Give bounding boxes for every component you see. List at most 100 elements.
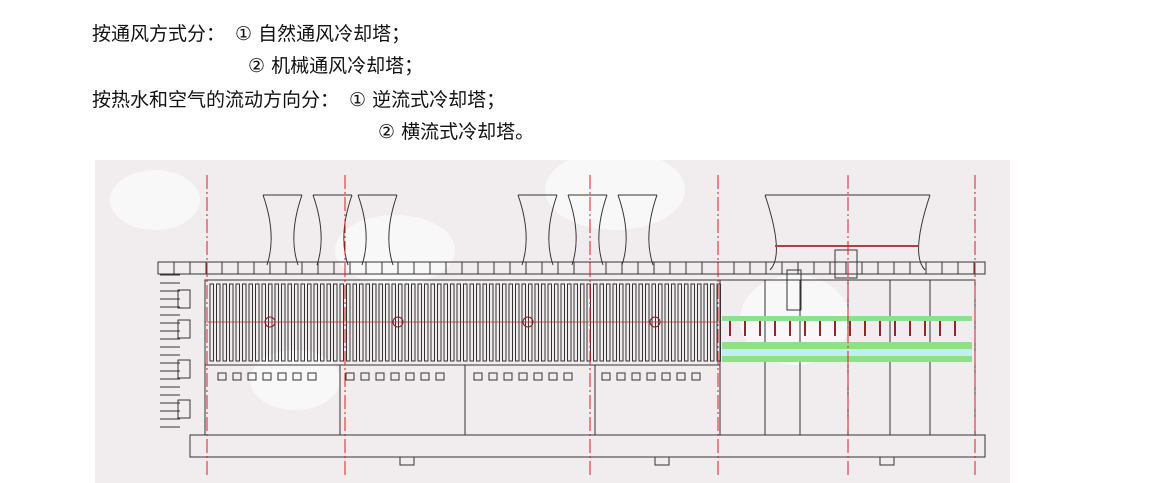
drain-slot	[548, 372, 558, 381]
louver-fin	[593, 283, 598, 362]
drain-slot	[390, 372, 400, 381]
cold-water-basin	[189, 434, 986, 458]
louver-fin	[235, 283, 240, 362]
drain-slot	[405, 372, 415, 381]
louver-fin	[404, 283, 409, 362]
louver-fin	[619, 283, 624, 362]
water-inlet	[392, 316, 404, 328]
drain-slot	[345, 372, 355, 381]
drain-slot	[360, 372, 370, 381]
drain-slot	[601, 372, 611, 381]
flow-classification-line: 按热水和空气的流动方向分：① 逆流式冷却塔；	[92, 88, 505, 112]
louver-fin	[268, 283, 273, 362]
louver-fin	[671, 283, 676, 362]
drain-slot	[232, 372, 242, 381]
drain-slot	[262, 372, 272, 381]
louver-fin	[365, 283, 370, 362]
water-inlet	[522, 316, 534, 328]
louver-fin	[690, 283, 695, 362]
louver-fin	[599, 283, 604, 362]
louver-fin	[430, 283, 435, 362]
louver-fin	[456, 283, 461, 362]
louver-fin	[651, 283, 656, 362]
louver-fin	[339, 283, 344, 362]
fan-stack	[357, 194, 398, 266]
louver-fin	[508, 283, 513, 362]
water-layer	[722, 349, 972, 356]
louver-fin	[450, 283, 455, 362]
louver-fin	[541, 283, 546, 362]
drain-slot	[217, 372, 227, 381]
drain-slot	[518, 372, 528, 381]
water-inlet	[264, 316, 276, 328]
support-foot	[654, 456, 670, 466]
flow-classification-line-2: ② 横流式冷却塔。	[378, 120, 534, 144]
louver-fin	[606, 283, 611, 362]
louver-fin	[300, 283, 305, 362]
louver-fin	[554, 283, 559, 362]
louver-fin	[625, 283, 630, 362]
fan-stack	[262, 194, 303, 266]
louver-fin	[677, 283, 682, 362]
landing	[177, 289, 191, 309]
louver-fin	[489, 283, 494, 362]
map-landmass	[110, 170, 200, 230]
louver-fin	[281, 283, 286, 362]
landing	[177, 319, 191, 339]
support-foot	[879, 456, 895, 466]
louver-fin	[255, 283, 260, 362]
louver-fin	[326, 283, 331, 362]
drain-slot	[473, 372, 483, 381]
drain-slot	[616, 372, 626, 381]
drain-slot	[533, 372, 543, 381]
drain-slot	[676, 372, 686, 381]
louver-fin	[684, 283, 689, 362]
drain-slot	[563, 372, 573, 381]
louver-fin	[469, 283, 474, 362]
louver-fin	[547, 283, 552, 362]
louver-fin	[443, 283, 448, 362]
fan-stack	[617, 194, 658, 266]
mechanical-draft-item: ② 机械通风冷却塔；	[248, 55, 424, 77]
world-map-background	[95, 160, 1010, 483]
louver-fin	[424, 283, 429, 362]
counterflow-item: ① 逆流式冷却塔；	[349, 89, 506, 111]
landing	[177, 359, 191, 379]
louver-fin	[528, 283, 533, 362]
support-foot	[399, 456, 415, 466]
natural-draft-item: ① 自然通风冷却塔；	[235, 23, 411, 45]
fan-stack	[312, 194, 353, 266]
access-ladder	[786, 269, 802, 311]
cooling-tower-drawing	[95, 160, 1010, 483]
louver-fin	[476, 283, 481, 362]
drain-slot	[375, 372, 385, 381]
louver-fin	[638, 283, 643, 362]
drain-slot	[307, 372, 317, 381]
louver-fin	[242, 283, 247, 362]
centerlines	[206, 175, 976, 478]
drain-slot	[247, 372, 257, 381]
louver-fin	[222, 283, 227, 362]
drain-slot	[420, 372, 430, 381]
louver-fin	[398, 283, 403, 362]
louver-fin	[560, 283, 565, 362]
louver-fin	[417, 283, 422, 362]
louver-fin	[294, 283, 299, 362]
louver-fin	[359, 283, 364, 362]
fan-stack	[517, 194, 558, 266]
louver-fin	[697, 283, 702, 362]
ventilation-classification-line-2: ② 机械通风冷却塔；	[248, 54, 423, 78]
louver-fin	[573, 283, 578, 362]
louver-fin	[612, 283, 617, 362]
drain-slot	[435, 372, 445, 381]
louver-fin	[632, 283, 637, 362]
louver-fin	[658, 283, 663, 362]
louver-fin	[352, 283, 357, 362]
louver-fin	[515, 283, 520, 362]
landing	[177, 399, 191, 419]
louver-fin	[580, 283, 585, 362]
louver-fin	[391, 283, 396, 362]
louver-fin	[411, 283, 416, 362]
louver-fin	[385, 283, 390, 362]
louver-fin	[495, 283, 500, 362]
